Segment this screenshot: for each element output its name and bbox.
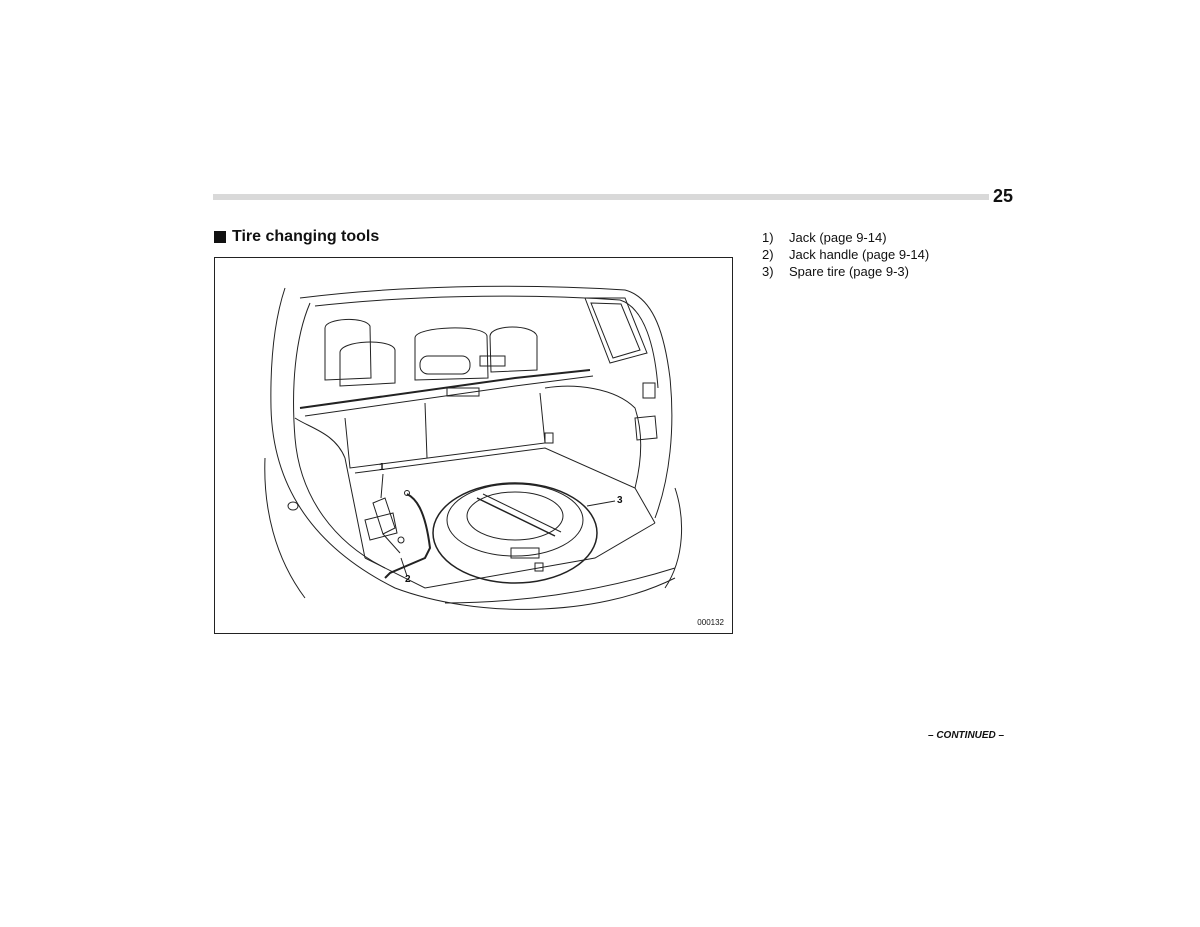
legend-number: 3) — [762, 264, 774, 279]
callout-3: 3 — [617, 495, 623, 506]
legend-item: 3) Spare tire (page 9-3) — [762, 263, 929, 280]
section-bullet-icon — [214, 231, 226, 243]
legend-number: 2) — [762, 247, 774, 262]
legend-text: Spare tire (page 9-3) — [789, 264, 909, 279]
callout-2: 2 — [405, 574, 411, 585]
continued-label: – CONTINUED – — [928, 730, 1005, 741]
legend-item: 1) Jack (page 9-14) — [762, 229, 929, 246]
page-number: 25 — [993, 186, 1014, 206]
cargo-area-illustration: 1 2 3 000132 — [214, 257, 733, 634]
legend-list: 1) Jack (page 9-14) 2) Jack handle (page… — [762, 229, 929, 280]
figure-id: 000132 — [697, 618, 724, 627]
cargo-area-drawing — [264, 285, 682, 610]
legend-text: Jack (page 9-14) — [789, 230, 887, 245]
legend-item: 2) Jack handle (page 9-14) — [762, 246, 929, 263]
header-rule — [213, 194, 989, 200]
section-title-text: Tire changing tools — [232, 228, 380, 245]
callout-1: 1 — [379, 462, 385, 473]
section-title: Tire changing tools — [214, 228, 379, 246]
legend-number: 1) — [762, 230, 774, 245]
legend-text: Jack handle (page 9-14) — [789, 247, 930, 262]
